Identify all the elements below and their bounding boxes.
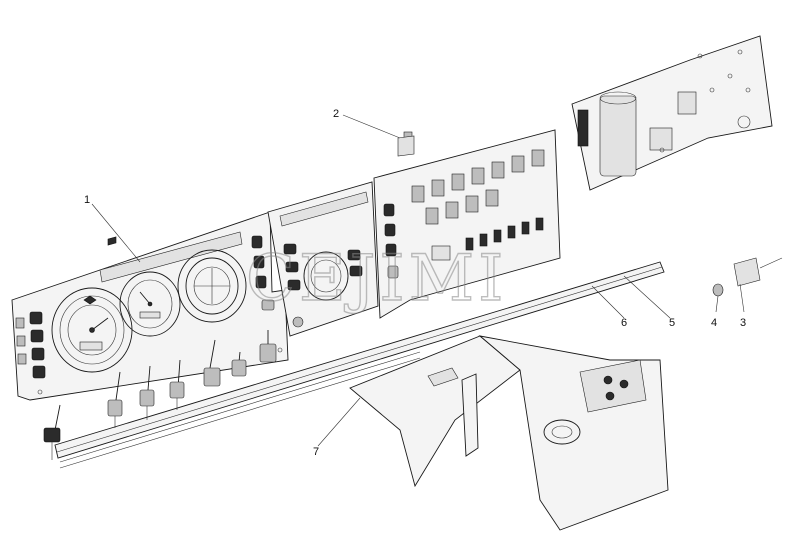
callout-labels: 1 2 3 4 5 6 7 xyxy=(84,108,746,458)
speedometer-gauge xyxy=(119,271,181,337)
callout-7: 7 xyxy=(313,446,319,458)
relay-row xyxy=(411,149,545,225)
callout-6: 6 xyxy=(621,317,627,329)
callout-1: 1 xyxy=(84,194,90,206)
middle-control-panel xyxy=(267,181,379,337)
center-console-cover xyxy=(349,335,669,531)
panel-switch-column xyxy=(251,235,275,311)
washer-part-4 xyxy=(712,283,724,297)
main-instrument-panel xyxy=(11,211,289,401)
callout-3: 3 xyxy=(740,317,746,329)
tachometer-gauge xyxy=(51,287,133,373)
upper-mounting-bracket xyxy=(571,35,773,191)
plate-part-2 xyxy=(397,135,415,157)
wiring-connectors xyxy=(43,330,277,460)
leader-lines xyxy=(91,114,783,447)
watermark-logo: CEJIMI xyxy=(246,242,507,316)
combination-gauge xyxy=(177,249,247,323)
harness-rail xyxy=(54,261,665,469)
fuse-row xyxy=(465,217,544,251)
relay-fuse-panel xyxy=(373,129,561,319)
callout-4: 4 xyxy=(711,317,717,329)
left-switch-column xyxy=(15,311,46,379)
warning-lamps-row xyxy=(107,236,117,246)
callout-2: 2 xyxy=(333,108,339,120)
callout-5: 5 xyxy=(669,317,675,329)
plate-part-3 xyxy=(733,257,761,287)
